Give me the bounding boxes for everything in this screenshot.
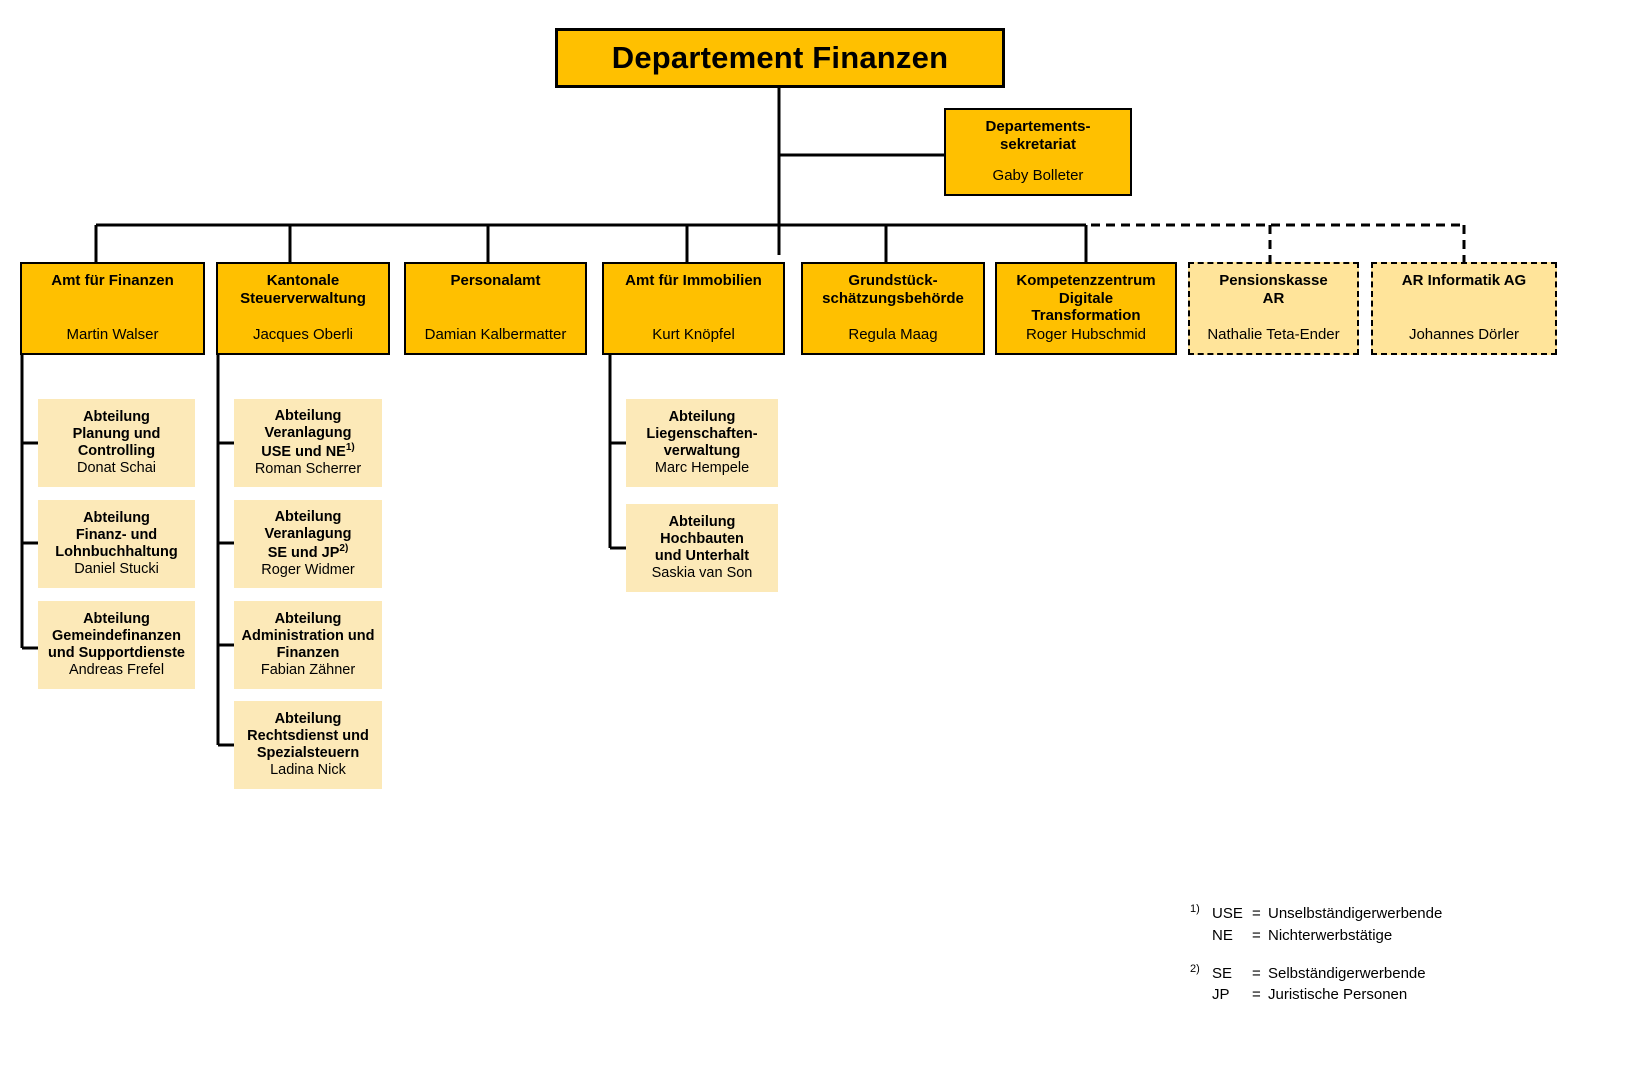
legend-row: JP = Juristische Personen: [1212, 984, 1426, 1006]
node-person: Regula Maag: [848, 326, 938, 344]
legend-row: USE = Unselbständigerwerbende: [1212, 903, 1442, 925]
legend-abbreviation: JP: [1212, 986, 1230, 1004]
node-person: Gaby Bolleter: [992, 167, 1084, 185]
node-title: Kompetenzzentrum Digitale Transformation: [1016, 272, 1156, 325]
node-title: Amt für Immobilien: [625, 272, 762, 289]
node-personalamt[interactable]: Personalamt Damian Kalbermatter: [404, 262, 587, 355]
footnote-marker-1: 1): [345, 442, 355, 454]
node-person: Ladina Nick: [270, 761, 346, 778]
legend-definition: Nichterwerbstätige: [1268, 926, 1393, 944]
node-title: Amt für Finanzen: [51, 272, 174, 289]
node-person: Donat Schai: [77, 459, 156, 476]
node-kantonale-steuerverwaltung[interactable]: Kantonale Steuerverwaltung Jacques Oberl…: [216, 262, 390, 355]
node-division-planung-und-controlling[interactable]: Abteilung Planung und Controlling Donat …: [38, 399, 195, 487]
node-title: AR Informatik AG: [1401, 272, 1527, 289]
node-person: Martin Walser: [66, 326, 159, 344]
node-person: Johannes Dörler: [1408, 326, 1520, 344]
footnote-marker: 2): [1190, 962, 1200, 975]
legend-row: NE = Nichterwerbstätige: [1212, 925, 1442, 947]
node-person: Fabian Zähner: [260, 661, 356, 678]
node-title: Abteilung Gemeindefinanzen und Supportdi…: [48, 611, 185, 661]
footnote-group-2: 2) SE = Selbständigerwerbende JP = Juris…: [1190, 963, 1442, 1007]
node-title: Abteilung Liegenschaften- verwaltung: [646, 409, 758, 459]
legend-definition: Selbständigerwerbende: [1268, 964, 1426, 982]
footnote-marker-2: 2): [339, 543, 349, 555]
node-pensionskasse-ar[interactable]: Pensionskasse AR Nathalie Teta-Ender: [1188, 262, 1359, 355]
node-person: Roger Hubschmid: [1025, 326, 1147, 344]
legend-definition: Unselbständigerwerbende: [1268, 905, 1443, 922]
footnote-legend: 1) USE = Unselbständigerwerbende NE = Ni…: [1190, 903, 1442, 1006]
node-person: Marc Hempele: [654, 459, 750, 476]
node-division-veranlagung-use-und-ne[interactable]: Abteilung Veranlagung USE und NE1) Roman…: [234, 399, 382, 487]
footnote-marker: 1): [1190, 903, 1200, 915]
node-title: Abteilung Planung und Controlling: [72, 409, 161, 459]
node-title: Abteilung Hochbauten und Unterhalt: [654, 514, 750, 564]
node-division-finanz-und-lohnbuchhaltung[interactable]: Abteilung Finanz- und Lohnbuchhaltung Da…: [38, 500, 195, 588]
legend-definition: Juristische Personen: [1268, 986, 1408, 1004]
legend-abbreviation: NE: [1212, 926, 1233, 944]
node-amt-fuer-immobilien[interactable]: Amt für Immobilien Kurt Knöpfel: [602, 262, 785, 355]
node-person: Kurt Knöpfel: [652, 326, 735, 344]
node-division-hochbauten-und-unterhalt[interactable]: Abteilung Hochbauten und Unterhalt Saski…: [626, 504, 778, 592]
legend-abbreviation: SE: [1212, 964, 1233, 982]
node-title: Personalamt: [450, 272, 541, 289]
node-division-gemeindefinanzen-und-supportdienste[interactable]: Abteilung Gemeindefinanzen und Supportdi…: [38, 601, 195, 689]
node-departementssekretariat[interactable]: Departements- sekretariat Gaby Bolleter: [944, 108, 1132, 196]
legend-equals: =: [1252, 926, 1261, 944]
node-person: Roman Scherrer: [254, 460, 362, 477]
node-title: Kantonale Steuerverwaltung: [240, 272, 366, 307]
footnote-group-1: 1) USE = Unselbständigerwerbende NE = Ni…: [1190, 903, 1442, 947]
node-ar-informatik-ag[interactable]: AR Informatik AG Johannes Dörler: [1371, 262, 1557, 355]
node-title: Pensionskasse AR: [1219, 272, 1328, 307]
legend-equals: =: [1252, 986, 1261, 1004]
node-person: Roger Widmer: [261, 561, 355, 578]
node-division-administration-und-finanzen[interactable]: Abteilung Administration und Finanzen Fa…: [234, 601, 382, 689]
node-person: Saskia van Son: [651, 564, 753, 581]
node-title: Abteilung Veranlagung USE und NE1): [261, 408, 355, 460]
node-root-department[interactable]: Departement Finanzen: [555, 28, 1005, 88]
node-person: Andreas Frefel: [68, 661, 165, 678]
node-title: Abteilung Veranlagung SE und JP2): [264, 509, 352, 561]
node-division-liegenschaftenverwaltung[interactable]: Abteilung Liegenschaften- verwaltung Mar…: [626, 399, 778, 487]
node-grundstueckschaetzungsbehoerde[interactable]: Grundstück- schätzungsbehörde Regula Maa…: [801, 262, 985, 355]
node-division-rechtsdienst-und-spezialsteuern[interactable]: Abteilung Rechtsdienst und Spezialsteuer…: [234, 701, 382, 789]
node-person: Damian Kalbermatter: [424, 326, 567, 344]
legend-equals: =: [1252, 905, 1261, 922]
node-title: Departement Finanzen: [611, 39, 949, 75]
legend-abbreviation: USE: [1212, 905, 1243, 922]
node-division-veranlagung-se-und-jp[interactable]: Abteilung Veranlagung SE und JP2) Roger …: [234, 500, 382, 588]
node-kompetenzzentrum-digitale-transformation[interactable]: Kompetenzzentrum Digitale Transformation…: [995, 262, 1177, 355]
node-person: Jacques Oberli: [252, 326, 354, 344]
node-title: Abteilung Rechtsdienst und Spezialsteuer…: [247, 711, 369, 761]
node-title: Departements- sekretariat: [985, 118, 1091, 153]
node-person: Nathalie Teta-Ender: [1207, 326, 1340, 344]
legend-row: SE = Selbständigerwerbende: [1212, 963, 1426, 985]
node-title: Abteilung Finanz- und Lohnbuchhaltung: [55, 510, 178, 560]
legend-equals: =: [1252, 964, 1261, 982]
node-title: Abteilung Administration und Finanzen: [241, 611, 375, 661]
node-title: Grundstück- schätzungsbehörde: [822, 272, 964, 307]
node-person: Daniel Stucki: [74, 560, 159, 577]
node-amt-fuer-finanzen[interactable]: Amt für Finanzen Martin Walser: [20, 262, 205, 355]
